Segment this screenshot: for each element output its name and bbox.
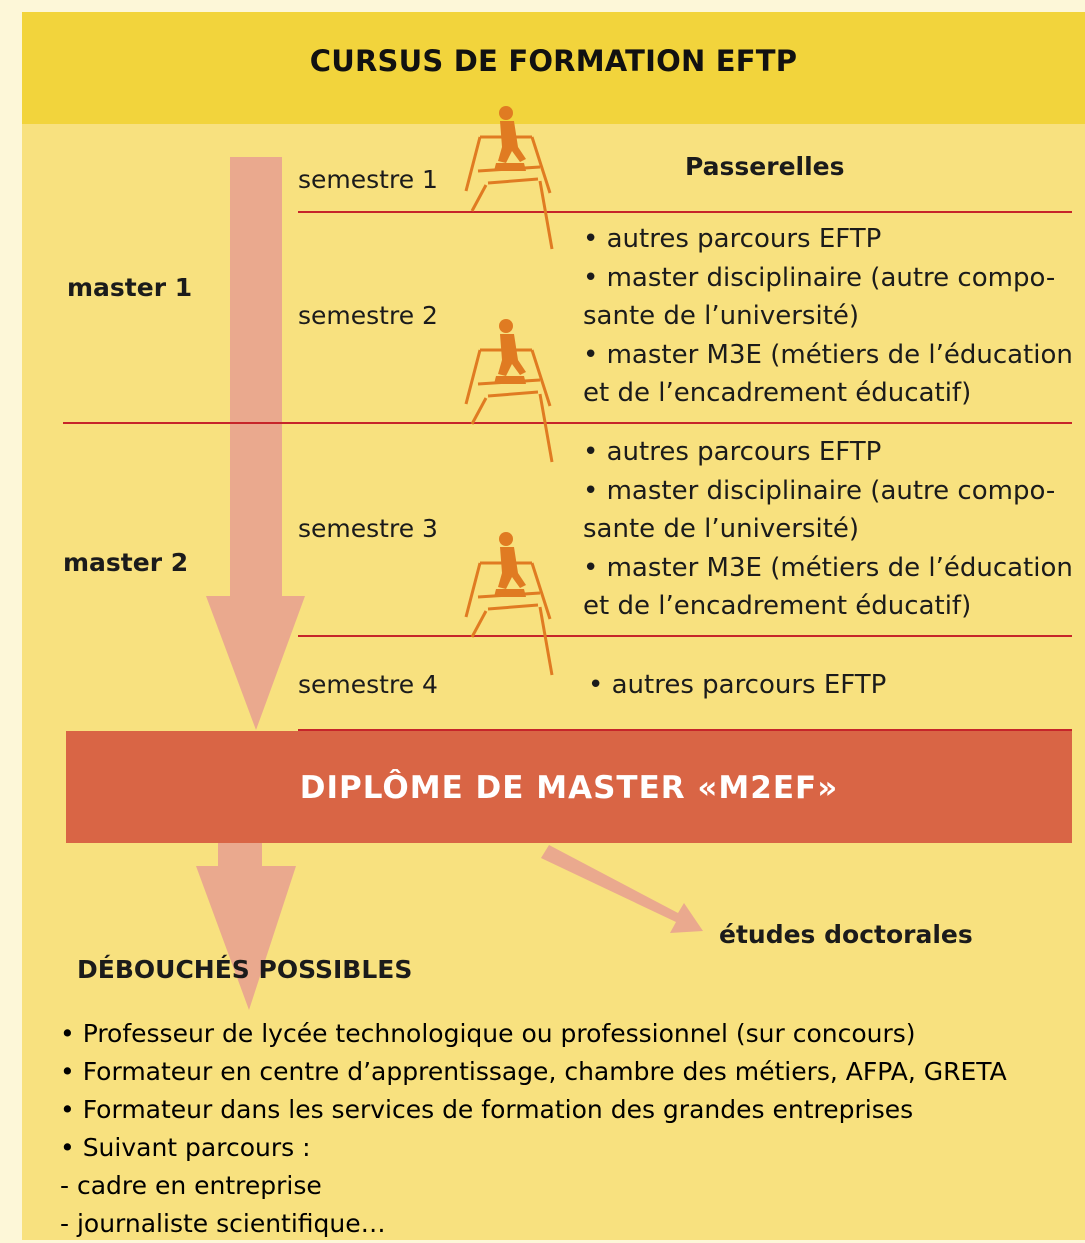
list-item: - journaliste scientifique… [60,1209,386,1238]
main-down-arrow [206,157,305,730]
list-item: • master disciplinaire (autre compo- [583,475,1056,506]
list-item: • Formateur en centre d’apprentissage, c… [60,1057,1007,1086]
list-item: sante de l’université) [583,514,860,544]
diagram-panel [22,12,1085,1240]
list-item: • master M3E (métiers de l’éducation [583,552,1073,583]
semester-3: semestre 3 [298,514,438,543]
list-item: • master disciplinaire (autre compo- [583,262,1056,293]
list-item: • autres parcours EFTP [583,437,882,467]
list-item: • Formateur dans les services de formati… [60,1095,914,1124]
passerelles-block-2: • autres parcours EFTP • master discipli… [583,433,1073,626]
semester-1: semestre 1 [298,165,438,194]
semester-4: semestre 4 [298,670,438,699]
list-item: • Professeur de lycée technologique ou p… [60,1019,916,1048]
rule-sem1 [298,211,1072,213]
walker-on-bridge-icon [464,106,554,250]
rule-master1 [63,422,1072,424]
semester-2: semestre 2 [298,301,438,330]
list-item: • master M3E (métiers de l’éducation [583,339,1073,370]
passerelles-block-1: • autres parcours EFTP • master discipli… [583,220,1073,413]
list-item: sante de l’université) [583,301,860,331]
doctoral-arrow [541,845,703,933]
doctoral-label: études doctorales [719,920,973,949]
page-title: CURSUS DE FORMATION EFTP [309,44,798,78]
passerelles-title: Passerelles [685,152,845,181]
outcomes-down-arrow [196,843,296,1010]
list-item: et de l’encadrement éducatif) [583,591,972,621]
list-item: • autres parcours EFTP [583,224,882,254]
level-master-2: master 2 [63,548,189,577]
list-item: • Suivant parcours : [60,1133,311,1162]
walker-on-bridge-icon [464,319,554,463]
list-item: et de l’encadrement éducatif) [583,378,972,408]
walker-on-bridge-icon [464,532,554,676]
diploma-label: DIPLÔME DE MASTER «M2EF» [299,770,839,806]
passerelles-block-3: • autres parcours EFTP [588,670,887,700]
debouches-list: • Professeur de lycée technologique ou p… [60,1015,1007,1243]
diploma-box [66,731,1072,843]
debouches-title: DÉBOUCHÉS POSSIBLES [77,955,413,984]
rule-sem4 [298,729,1072,731]
header-band [22,12,1085,124]
level-master-1: master 1 [67,273,193,302]
list-item: - cadre en entreprise [60,1171,322,1200]
rule-sem3 [298,635,1072,637]
